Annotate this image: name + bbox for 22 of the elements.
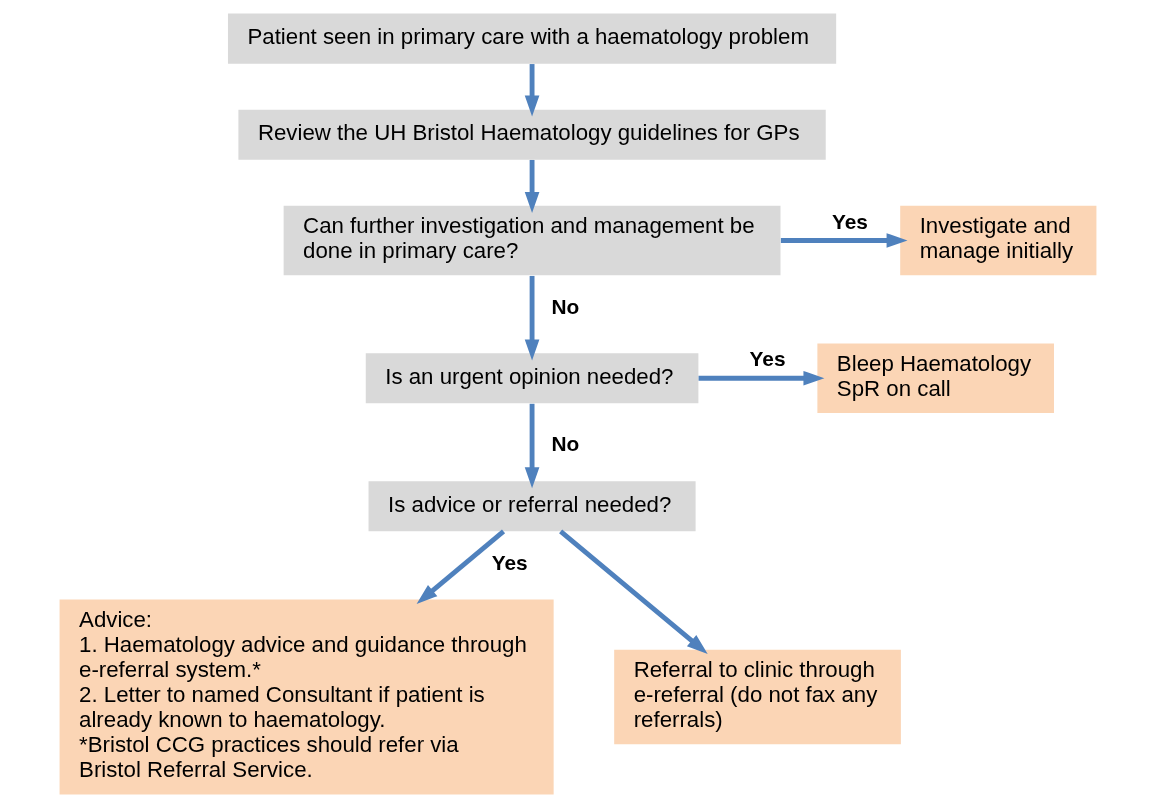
edge-label: No (551, 294, 579, 318)
arrow (780, 233, 907, 248)
arrow (524, 275, 539, 361)
node-box: Bleep Haematology SpR on call (816, 343, 1054, 414)
arrow (524, 64, 539, 117)
edge-label: Yes (491, 550, 528, 574)
node-box: Is an urgent opinion needed? (365, 353, 698, 404)
node-box: Patient seen in primary care with a haematology problem (227, 13, 836, 64)
arrow (524, 159, 539, 213)
edge-label: Yes (749, 347, 785, 371)
edge-label: Yes (831, 209, 868, 233)
node-box: Review the UH Bristol Haematology guidelines for GPs (237, 109, 826, 160)
edge-label: No (551, 432, 579, 456)
node-box: Investigate and manage initially (899, 205, 1096, 276)
arrow (698, 370, 824, 386)
node-box: Advice: 1. Haematology advice and guidance through e-referral system.* 2. Letter to named Consultant if patient is already known to haematology. *Bristol CCG practices should refer via Bristol Referral Service. (59, 599, 554, 795)
arrow (558, 529, 708, 655)
node-box: Is advice or referral needed? (368, 481, 696, 532)
node-box: Can further investigation and management be done in primary care? (283, 205, 780, 276)
arrow (524, 403, 539, 489)
node-box: Referral to clinic through e-referral (do not fax any referrals) (613, 649, 901, 745)
arrow (416, 529, 505, 604)
